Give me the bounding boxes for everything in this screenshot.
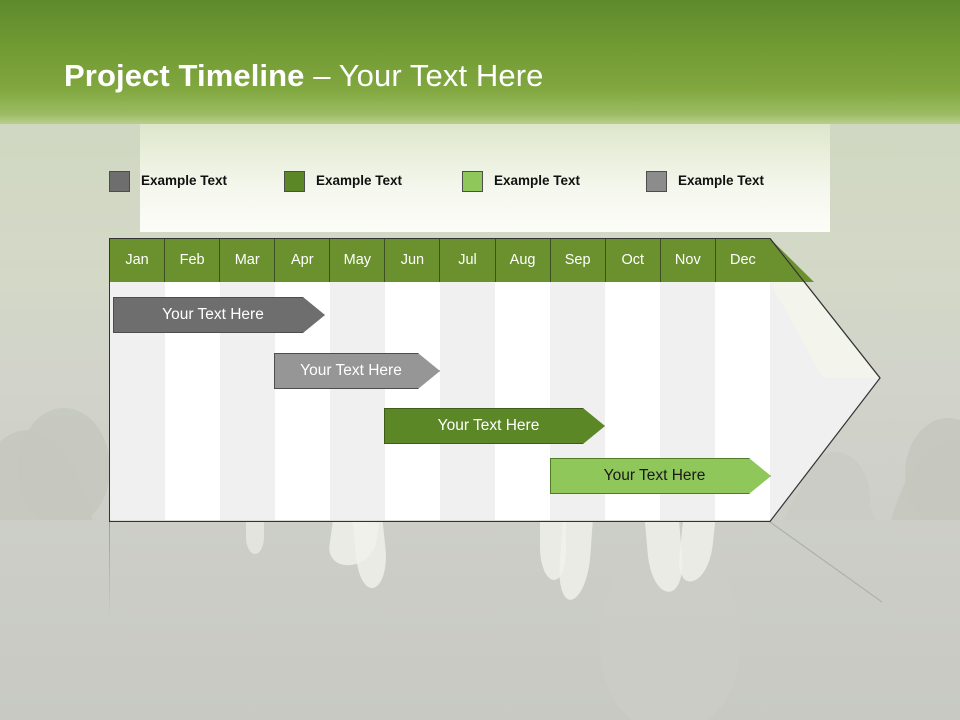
month-cell-apr[interactable]: Apr <box>275 239 331 282</box>
month-cell-nov[interactable]: Nov <box>660 239 716 282</box>
legend-item-2[interactable]: Example Text <box>284 170 402 192</box>
chart-reflection-edge <box>109 522 110 618</box>
background-silhouette <box>18 408 110 528</box>
chart-reflection-diagonal <box>769 521 890 604</box>
legend-item-4[interactable]: Example Text <box>646 170 764 192</box>
timeline-bar-label: Your Text Here <box>437 416 540 434</box>
legend-item-label: Example Text <box>141 173 228 189</box>
grid-column <box>385 282 440 520</box>
legend-item-label: Example Text <box>678 173 765 189</box>
month-cell-dec[interactable]: Dec <box>715 239 770 282</box>
month-cell-sep[interactable]: Sep <box>550 239 606 282</box>
month-cell-may[interactable]: May <box>330 239 386 282</box>
page-title-separator: – <box>304 58 339 93</box>
timeline-bar-1[interactable]: Your Text Here <box>113 297 325 333</box>
grid-column <box>330 282 385 520</box>
month-cell-mar[interactable]: Mar <box>220 239 276 282</box>
grid-column <box>495 282 550 520</box>
grid-column <box>440 282 495 520</box>
month-header-row: Jan Feb Mar Apr May Jun Jul Aug Sep Oct … <box>110 239 770 282</box>
legend-swatch-icon <box>462 170 483 192</box>
month-cell-oct[interactable]: Oct <box>605 239 661 282</box>
timeline-bar-label: Your Text Here <box>603 466 706 484</box>
timeline-bar-label: Your Text Here <box>162 305 264 323</box>
page-title-bold: Project Timeline <box>64 58 305 93</box>
page-title-light: Your Text Here <box>338 58 544 93</box>
legend: Example Text Example Text Example Text E… <box>0 0 960 232</box>
month-cell-aug[interactable]: Aug <box>495 239 551 282</box>
title-banner <box>0 0 960 124</box>
legend-item-1[interactable]: Example Text <box>109 170 227 192</box>
month-cell-jun[interactable]: Jun <box>385 239 441 282</box>
legend-panel <box>140 124 830 232</box>
legend-item-label: Example Text <box>494 173 581 189</box>
timeline-bar-3[interactable]: Your Text Here <box>384 408 605 444</box>
timeline-bar-2[interactable]: Your Text Here <box>274 353 440 389</box>
legend-item-label: Example Text <box>316 173 403 189</box>
page-title: Project Timeline – Your Text Here <box>64 60 543 91</box>
background-reflection <box>246 520 264 554</box>
timeline-bar-4[interactable]: Your Text Here <box>550 458 771 494</box>
legend-item-3[interactable]: Example Text <box>462 170 580 192</box>
legend-swatch-icon <box>109 170 130 192</box>
month-cell-jan[interactable]: Jan <box>110 239 166 282</box>
month-cell-jul[interactable]: Jul <box>440 239 496 282</box>
month-cell-feb[interactable]: Feb <box>165 239 221 282</box>
legend-swatch-icon <box>646 170 667 192</box>
timeline-chart: Jan Feb Mar Apr May Jun Jul Aug Sep Oct … <box>109 238 881 522</box>
legend-swatch-icon <box>284 170 305 192</box>
timeline-bar-label: Your Text Here <box>300 361 402 379</box>
background-floor <box>0 520 960 720</box>
